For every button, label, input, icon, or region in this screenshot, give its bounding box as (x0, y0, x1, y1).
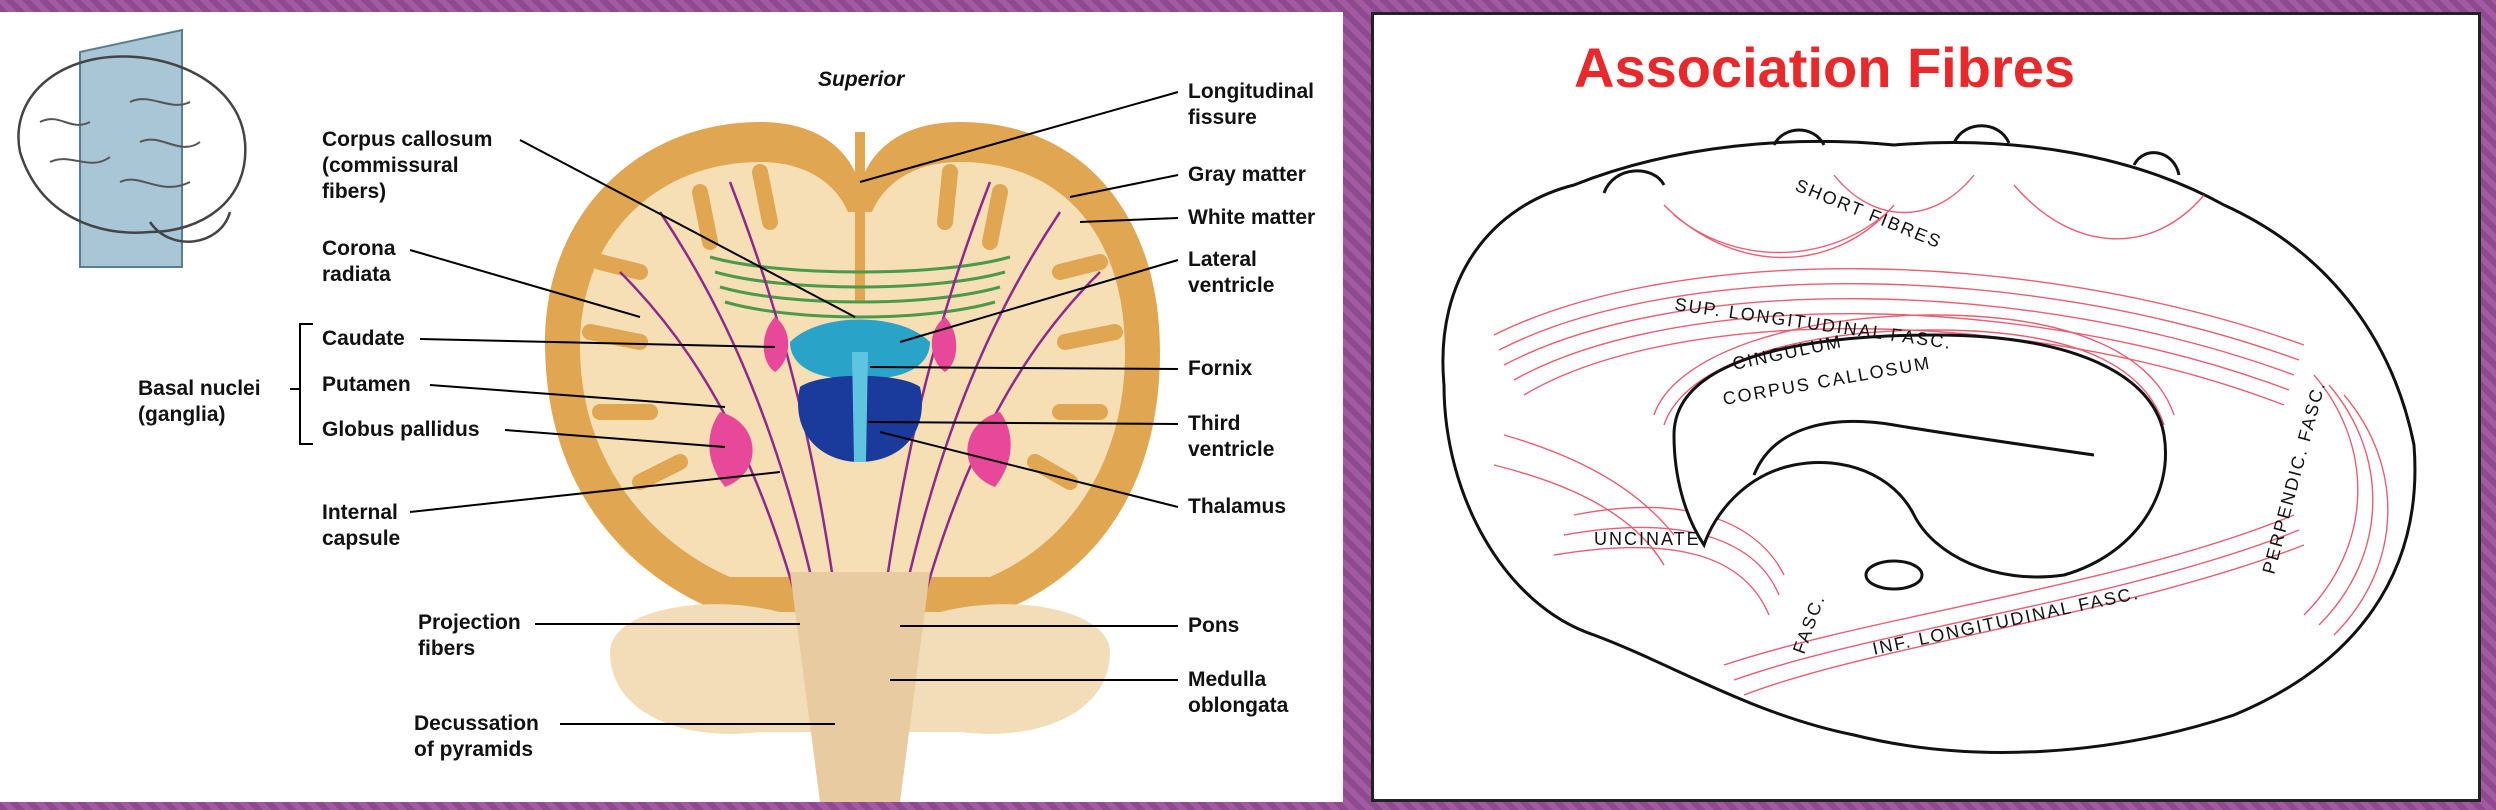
superior-label: Superior (818, 68, 906, 91)
corpus-callosum-label-3: fibers) (322, 180, 386, 203)
projection-fibers-label-2: fibers (418, 637, 475, 660)
projection-fibers-label: Projection (418, 611, 521, 634)
third-ventricle-label-2: ventricle (1188, 438, 1274, 461)
corona-radiata-label: Corona (322, 237, 396, 260)
corpus-callosum-label: Corpus callosum (322, 128, 492, 151)
gray-matter-label: Gray matter (1188, 163, 1306, 186)
association-fibres-title: Association Fibres (1574, 36, 2075, 99)
brain-outline-icon (17, 55, 247, 234)
decussation-label: Decussation (414, 712, 539, 735)
coronal-plane-icon (79, 28, 183, 268)
pons-label: Pons (1188, 614, 1239, 637)
thalamus-outline (1864, 559, 1924, 591)
corpus-callosum-shape (1672, 333, 2167, 579)
leader-lines (290, 91, 1179, 725)
brainstem (790, 572, 930, 802)
third-ventricle-label: Third (1188, 412, 1241, 435)
coronal-section-panel: Superior Corpus callosum (commissural fi… (0, 12, 1343, 802)
longitudinal-fissure-label-2: fissure (1188, 106, 1257, 129)
internal-capsule-label: Internal (322, 501, 398, 524)
corpus-callosum-label-2: (commissural (322, 154, 459, 177)
white-matter-label: White matter (1188, 206, 1315, 229)
lateral-ventricle (790, 319, 930, 379)
internal-capsule-label-2: capsule (322, 527, 400, 550)
lateral-ventricle-label: Lateral (1188, 248, 1257, 271)
commissural-fibers (709, 255, 1011, 319)
medulla-label: Medulla (1188, 668, 1266, 691)
medulla-label-2: oblongata (1188, 694, 1289, 717)
corona-radiata-label-2: radiata (322, 263, 391, 286)
caudate-label: Caudate (322, 327, 405, 350)
globus-pallidus-label: Globus pallidus (322, 418, 480, 441)
third-ventricle (852, 352, 868, 462)
fornix-label: Fornix (1188, 357, 1252, 380)
association-fibres-diagram: Association Fibres SHORT FIBRES SUP. LON… (1441, 36, 2417, 754)
lateral-ventricle-label-2: ventricle (1188, 274, 1274, 297)
thalamus-label: Thalamus (1188, 495, 1286, 518)
decussation-label-2: of pyramids (414, 738, 533, 761)
basal-nuclei-label-2: (ganglia) (138, 403, 226, 426)
putamen (709, 412, 753, 487)
coronal-section-diagram: Superior Corpus callosum (commissural fi… (17, 28, 1315, 802)
putamen-right (967, 412, 1011, 487)
caudate-nucleus (763, 317, 789, 372)
association-fibres-panel: Association Fibres SHORT FIBRES SUP. LON… (1371, 12, 2481, 802)
association-fibre-bundles (1493, 174, 2389, 696)
uncinate-label: UNCINATE (1594, 529, 1701, 549)
basal-nuclei-label: Basal nuclei (138, 377, 261, 400)
orientation-inset (17, 28, 247, 268)
putamen-label: Putamen (322, 373, 411, 396)
longitudinal-fissure-label: Longitudinal (1188, 80, 1314, 103)
